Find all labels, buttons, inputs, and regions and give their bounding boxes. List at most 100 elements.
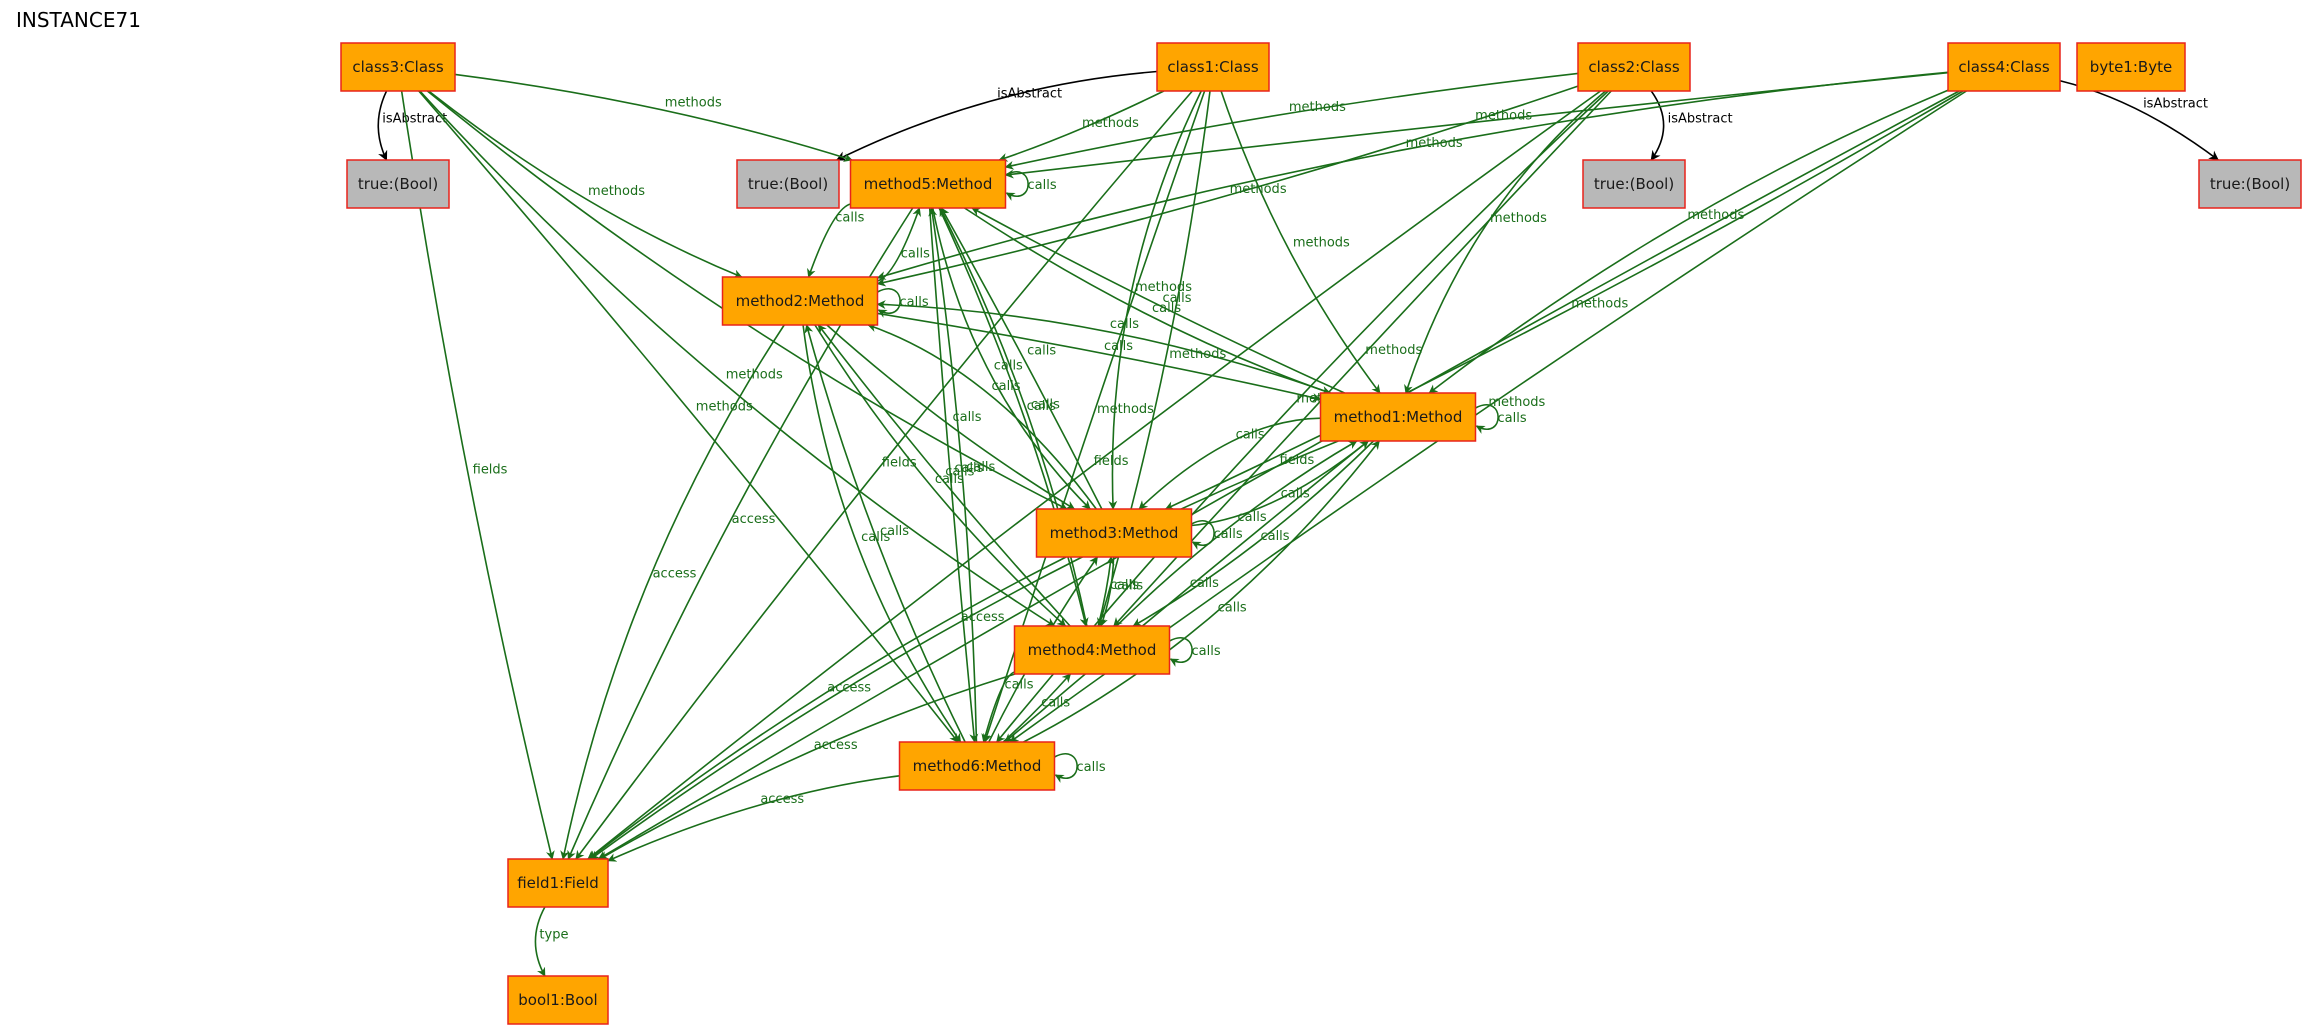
node-trueA[interactable]: true:(Bool) <box>346 159 450 209</box>
edge-method4-method6: calls <box>981 671 1034 743</box>
node-label: method6:Method <box>913 757 1042 775</box>
edge-method1-method6: calls <box>1004 440 1369 743</box>
node-trueB[interactable]: true:(Bool) <box>736 159 840 209</box>
node-method4[interactable]: method4:Method <box>1013 625 1171 675</box>
edge-class3-trueA: isAbstract <box>377 90 447 161</box>
node-box <box>507 975 609 1025</box>
edge-line <box>876 85 1579 287</box>
edge-label: methods <box>696 399 753 414</box>
edge-method4-method5: calls <box>939 207 1088 627</box>
node-method1[interactable]: method1:Method <box>1319 392 1477 442</box>
node-box <box>2198 159 2302 209</box>
node-label: method2:Method <box>736 292 865 310</box>
edge-label: methods <box>1135 280 1192 295</box>
edge-field1-bool1: type <box>534 906 568 977</box>
edge-label: calls <box>1031 398 1060 413</box>
node-trueD[interactable]: true:(Bool) <box>2198 159 2302 209</box>
edge-line <box>826 324 1076 510</box>
edge-line <box>534 906 546 977</box>
node-label: method4:Method <box>1028 641 1157 659</box>
edge-label: calls <box>945 465 974 480</box>
node-label: method5:Method <box>864 175 993 193</box>
edge-label: methods <box>588 184 645 199</box>
edge-label: methods <box>1230 182 1287 197</box>
node-label: class3:Class <box>352 58 443 76</box>
node-label: class2:Class <box>1588 58 1679 76</box>
node-box <box>1319 392 1477 442</box>
edge-method4-method2: calls <box>817 324 1071 627</box>
node-method2[interactable]: method2:Method <box>721 276 879 326</box>
edge-method1-method2: calls <box>876 300 1331 394</box>
edge-line <box>1097 556 1115 627</box>
edge-label: fields <box>882 455 917 470</box>
edge-label: calls <box>1027 344 1056 359</box>
edge-label: calls <box>1041 695 1070 710</box>
edge-label: calls <box>991 379 1020 394</box>
node-method5[interactable]: method5:Method <box>849 159 1007 209</box>
edge-label: calls <box>1110 317 1139 332</box>
edge-line <box>377 90 388 161</box>
edge-label: calls <box>1218 601 1247 616</box>
node-label: field1:Field <box>517 874 599 892</box>
edge-label: calls <box>1260 529 1289 544</box>
node-label: class1:Class <box>1167 58 1258 76</box>
node-method6[interactable]: method6:Method <box>898 741 1056 791</box>
edge-method2-method2: calls <box>877 288 929 318</box>
edge-label: methods <box>1082 116 1139 131</box>
edge-label: calls <box>880 524 909 539</box>
edge-label: calls <box>1238 510 1267 525</box>
node-trueC[interactable]: true:(Bool) <box>1582 159 1686 209</box>
edge-class2-trueC: isAbstract <box>1650 90 1733 161</box>
node-box <box>507 858 609 908</box>
edge-line <box>1475 404 1499 434</box>
node-box <box>340 42 456 92</box>
edge-line <box>964 207 1331 395</box>
edge-line <box>867 323 1097 510</box>
node-bool1[interactable]: bool1:Bool <box>507 975 609 1025</box>
edge-label: isAbstract <box>997 86 1062 101</box>
edge-method6-method4: calls <box>1002 673 1072 743</box>
edge-method6-method5: calls <box>928 207 996 743</box>
edge-label: calls <box>1192 644 1221 659</box>
edge-label: calls <box>1028 178 1057 193</box>
edge-line <box>981 671 1015 743</box>
edge-method4-field1: access <box>599 673 1016 860</box>
edge-line <box>560 324 785 860</box>
edge-label: calls <box>1281 486 1310 501</box>
edge-method3-method2: calls <box>867 323 1097 510</box>
edge-class2-method2: methods <box>876 85 1579 287</box>
diagram-title: INSTANCE71 <box>16 8 141 32</box>
edge-class4-method3: methods <box>1164 90 1964 510</box>
edge-line <box>1138 417 1321 510</box>
node-class4[interactable]: class4:Class <box>1947 42 2061 92</box>
edge-line <box>814 324 1067 627</box>
edge-method4-method1: calls <box>1115 440 1358 627</box>
edge-line <box>418 90 959 743</box>
edge-class1-method1: methods <box>1220 90 1381 394</box>
edge-line <box>588 556 1067 860</box>
edge-line <box>802 324 962 743</box>
edge-line <box>428 90 743 279</box>
edge-label: isAbstract <box>1668 112 1733 127</box>
edge-line <box>877 288 901 318</box>
edge-line <box>998 90 1165 162</box>
edge-label: methods <box>1490 211 1547 226</box>
edge-label: type <box>539 928 568 943</box>
node-box <box>1582 159 1686 209</box>
node-byte1[interactable]: byte1:Byte <box>2076 42 2186 92</box>
node-box <box>1947 42 2061 92</box>
node-field1[interactable]: field1:Field <box>507 858 609 908</box>
node-box <box>1035 508 1193 558</box>
node-label: method3:Method <box>1050 524 1179 542</box>
edge-line <box>807 203 851 278</box>
edge-label: calls <box>1077 760 1106 775</box>
node-method3[interactable]: method3:Method <box>1035 508 1193 558</box>
edge-line <box>599 673 1016 860</box>
node-class2[interactable]: class2:Class <box>1577 42 1691 92</box>
edge-line <box>939 207 1088 627</box>
node-box <box>1013 625 1171 675</box>
edge-class3-method6: methods <box>418 90 959 743</box>
node-class3[interactable]: class3:Class <box>340 42 456 92</box>
node-class1[interactable]: class1:Class <box>1156 42 1270 92</box>
edge-line <box>1169 637 1193 667</box>
